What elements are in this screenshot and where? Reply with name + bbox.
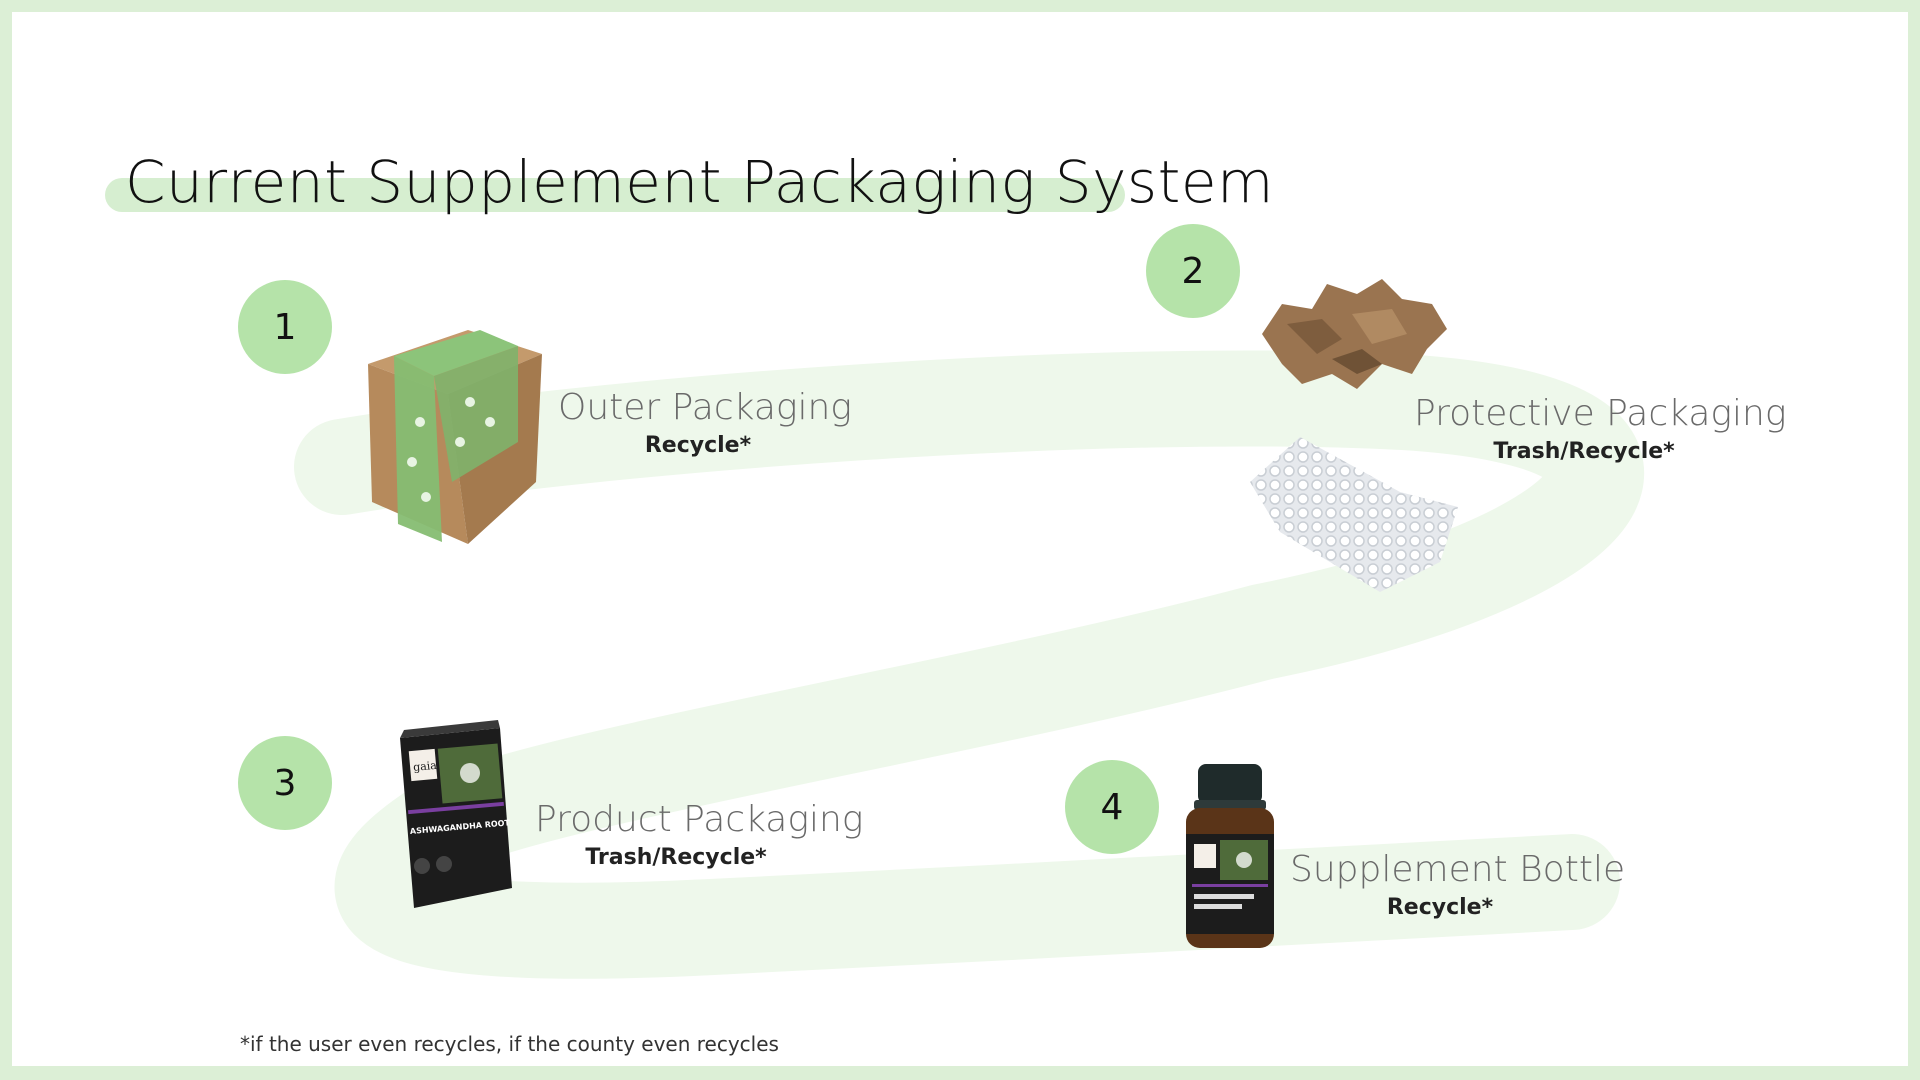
page-title: Current Supplement Packaging System (125, 148, 1275, 216)
footnote: *if the user even recycles, if the count… (240, 1032, 779, 1056)
step-label-protective-packaging: Protective Packaging Trash/Recycle* (1414, 393, 1787, 469)
product-box-illustration: gaia ASHWAGANDHA ROOT (400, 720, 512, 908)
step-action: Recycle* (1386, 895, 1494, 920)
step-name: Supplement Bottle (1290, 849, 1626, 890)
step-badge-1: 1 (238, 280, 332, 374)
brand-text: gaia (413, 759, 438, 774)
step-name: Outer Packaging (558, 387, 852, 428)
step-action: Trash/Recycle* (1493, 439, 1675, 464)
step-badge-3: 3 (238, 736, 332, 830)
bubble-wrap-illustration (1250, 437, 1458, 592)
flow-path (294, 350, 1644, 979)
step-badge-2: 2 (1146, 224, 1240, 318)
step-name: Protective Packaging (1414, 393, 1787, 434)
step-action: Recycle* (644, 433, 752, 458)
title-highlight (105, 178, 1125, 212)
slide: Current Supplement Packaging System 1 Ou… (12, 12, 1908, 1066)
supplement-bottle-illustration (1186, 764, 1274, 948)
step-label-product-packaging: Product Packaging Trash/Recycle* (535, 799, 864, 875)
flow-path-stroke (294, 350, 1644, 979)
cardboard-box-illustration (368, 330, 542, 544)
step-label-supplement-bottle: Supplement Bottle Recycle* (1290, 849, 1626, 925)
step-label-outer-packaging: Outer Packaging Recycle* (558, 387, 852, 463)
crumpled-paper-illustration (1262, 279, 1447, 389)
step-badge-4: 4 (1065, 760, 1159, 854)
step-name: Product Packaging (535, 799, 864, 840)
step-action: Trash/Recycle* (585, 845, 767, 870)
